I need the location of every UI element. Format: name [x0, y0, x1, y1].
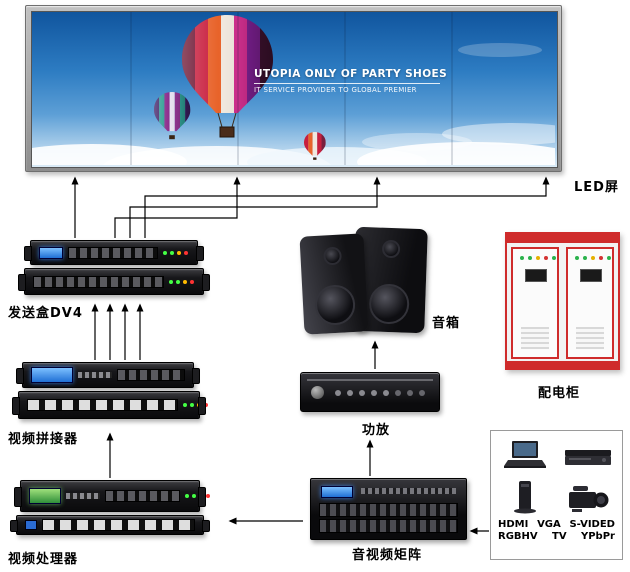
source-format-row-1: HDMI VGA S-VIDED [498, 519, 615, 530]
arrow-sender-to-led-2 [114, 176, 241, 238]
dvd-player-icon [557, 434, 620, 476]
amp-knob-row [335, 390, 341, 396]
sender-status-leds-2 [169, 279, 173, 284]
tweeter [381, 239, 401, 259]
label-video-processor: 视频处理器 [8, 552, 79, 567]
cabinet-vents [576, 327, 604, 349]
splicer-buttons [78, 372, 112, 378]
amplifier-device [300, 372, 440, 412]
processor-display [29, 488, 61, 504]
woofer [368, 283, 410, 325]
panel-seams [130, 12, 453, 165]
amp-volume-knob [311, 386, 324, 399]
matrix-lcd-display [321, 486, 353, 498]
cabinet-vents [521, 327, 549, 349]
label-video-splicer: 视频拼接器 [8, 432, 79, 447]
label-speakers: 音箱 [432, 316, 461, 331]
sender-port-strip [68, 246, 158, 259]
sender-box-device [18, 240, 210, 298]
source-format-row-2: RGBHV TV YPbPr [498, 531, 615, 542]
sender-status-leds [163, 250, 167, 255]
label-av-matrix: 音视频矩阵 [352, 548, 423, 563]
cabinet-door-left [511, 247, 559, 359]
led-screen-bezel: UTOPIA ONLY OF PARTY SHOES IT SERVICE PR… [25, 5, 562, 172]
matrix-buttons [361, 488, 456, 494]
screen-headline: UTOPIA ONLY OF PARTY SHOES [254, 68, 448, 80]
screen-text-rule [254, 83, 440, 84]
av-matrix-device [310, 478, 467, 540]
label-amplifier: 功放 [362, 423, 391, 438]
splicer-port-strip [117, 369, 185, 381]
cabinet-indicator-lights [520, 256, 524, 260]
laptop-icon [494, 434, 557, 476]
cloud-graphic [32, 43, 557, 167]
video-processor-device [10, 480, 210, 538]
signal-sources-box: HDMI VGA S-VIDED RGBHV TV YPbPr [490, 430, 623, 560]
screen-ad-text: UTOPIA ONLY OF PARTY SHOES IT SERVICE PR… [254, 68, 454, 94]
sky-balloons-graphic [32, 12, 557, 167]
amp-trim-line [307, 379, 433, 381]
hot-air-balloon-medium [154, 92, 191, 140]
speakers-device [299, 226, 432, 336]
cabinet-bottom-band [507, 361, 618, 368]
cabinet-door-right [566, 247, 614, 359]
woofer [314, 283, 357, 326]
cabinet-meter [580, 269, 602, 282]
processor-dvi-ports [42, 519, 195, 531]
screen-subheadline: IT SERVICE PROVIDER TO GLOBAL PREMIER [254, 86, 417, 94]
splicer-status-leds [183, 403, 187, 407]
processor-vga-port [25, 520, 37, 530]
label-led-screen: LED屏 [574, 180, 619, 195]
camcorder-icon [557, 476, 620, 518]
cabinet-indicator-lights [575, 256, 579, 260]
cabinet-top-band [507, 234, 618, 243]
splicer-dvi-ports [27, 399, 178, 411]
cabinet-meter [525, 269, 547, 282]
tweeter [323, 246, 342, 266]
video-splicer-device [12, 362, 206, 422]
settop-box-icon [494, 476, 557, 518]
matrix-port-row-1 [319, 503, 458, 517]
power-cabinet-device [505, 232, 620, 370]
led-screen-panel: UTOPIA ONLY OF PARTY SHOES IT SERVICE PR… [31, 11, 558, 168]
sender-display [39, 246, 63, 259]
label-sender-box: 发送盒DV4 [8, 306, 83, 321]
matrix-port-row-2 [319, 519, 458, 533]
processor-port-strip [105, 490, 180, 502]
hot-air-balloon-small [304, 132, 326, 160]
processor-status-leds [185, 494, 189, 498]
processor-buttons [66, 493, 100, 499]
speaker-cabinet-left [299, 233, 369, 335]
splicer-lcd-display [31, 367, 73, 383]
label-power-cabinet: 配电柜 [538, 386, 581, 401]
sender-port-strip-2 [33, 275, 164, 288]
